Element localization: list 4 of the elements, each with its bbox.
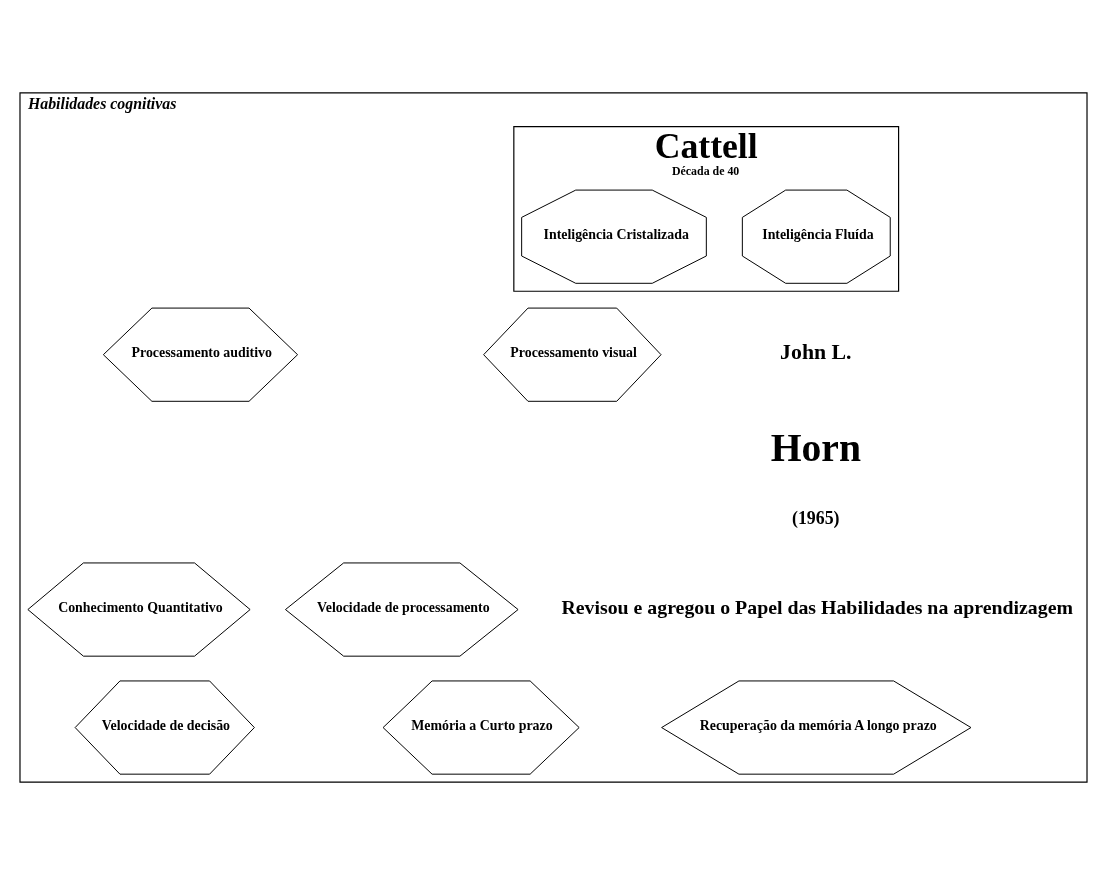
label: Horn	[770, 425, 862, 470]
label: Revisou e agregou o Papel das Habilidades na aprendizagem	[561, 595, 1073, 618]
label: (1965)	[791, 507, 840, 528]
label: John L.	[780, 340, 852, 365]
